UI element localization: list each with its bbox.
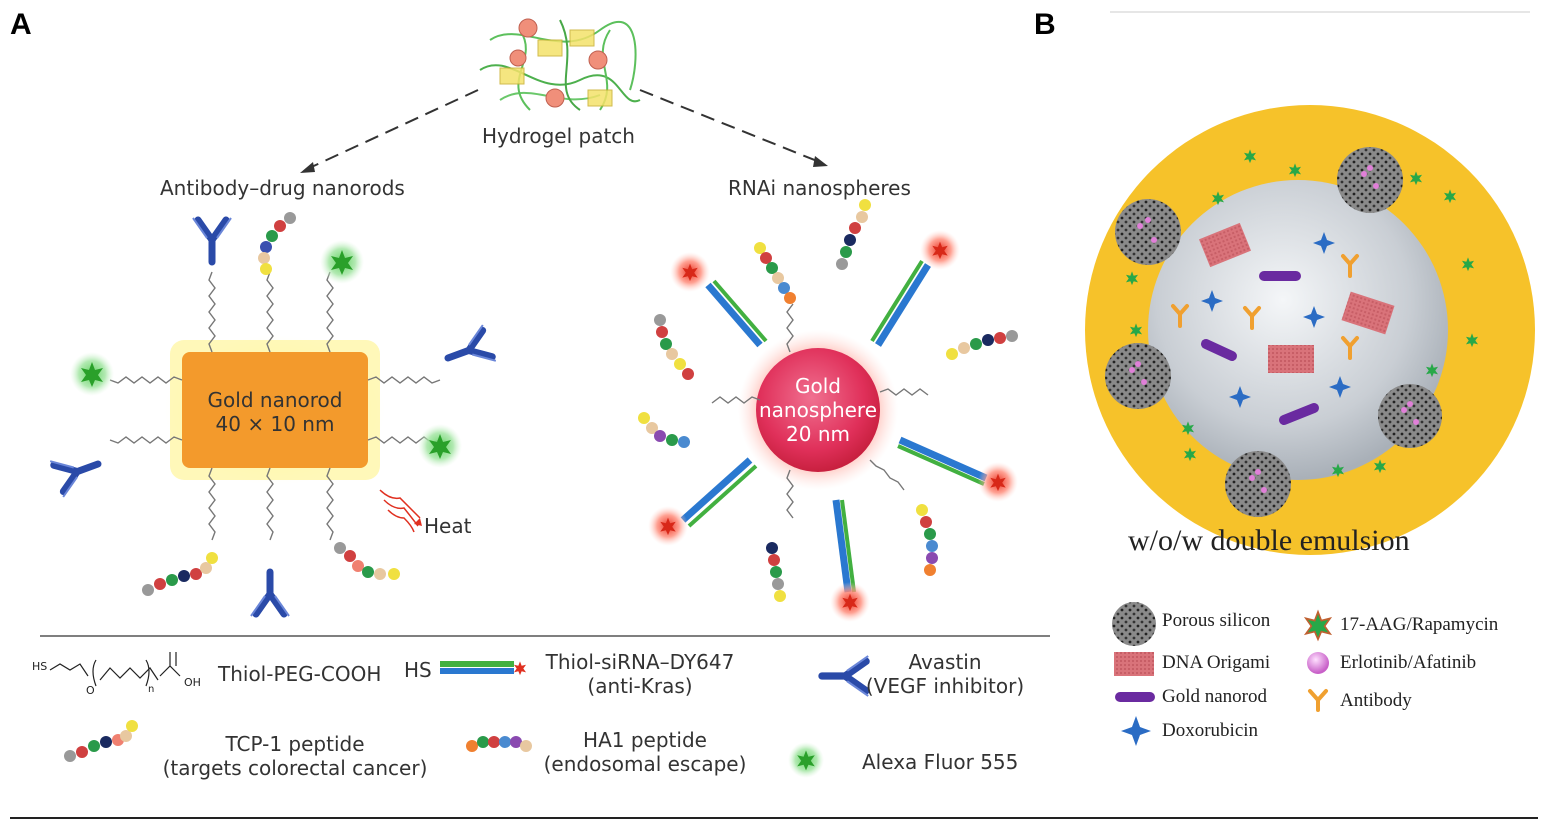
alexa-legend-icon — [788, 742, 824, 778]
rnai-nanospheres-label: RNAi nanospheres — [728, 176, 911, 200]
antibody-drug-nanorods-label: Antibody–drug nanorods — [160, 176, 405, 200]
antibody-legend-label: Antibody — [1340, 690, 1412, 711]
tcp-legend-icon — [64, 720, 138, 762]
peg-n-text: n — [148, 684, 155, 695]
tcp-legend-label1: TCP-1 peptide — [225, 732, 365, 756]
antibody-legend-icon — [1308, 689, 1328, 712]
gold-nanorod-icon — [182, 352, 368, 468]
erlotinib-legend-label: Erlotinib/Afatinib — [1340, 652, 1477, 673]
gold-nanorod-legend-label: Gold nanorod — [1162, 686, 1268, 707]
peg-hs-text: HS — [32, 660, 48, 673]
sirna-hs-text: HS — [404, 658, 432, 682]
nanorod-label-line1: Gold nanorod — [207, 388, 343, 412]
doxorubicin-icons — [1201, 232, 1351, 408]
nanosphere-label-line3: 20 nm — [786, 422, 850, 446]
doxorubicin-legend-icon — [1121, 716, 1151, 746]
porous-silicon-legend-label: Porous silicon — [1162, 610, 1271, 631]
sirna-legend-label1: Thiol-siRNA–DY647 — [545, 650, 735, 674]
peg-o-text: O — [86, 684, 95, 697]
peg-legend-label: Thiol-PEG-COOH — [218, 662, 382, 686]
porous-silicon-icons — [1105, 147, 1442, 517]
ha1-legend-label2: (endosomal escape) — [543, 752, 747, 776]
gold-nanorod-b-icons — [1201, 271, 1319, 425]
dna-origami-legend-label: DNA Origami — [1162, 652, 1271, 673]
tcp-legend-label2: (targets colorectal cancer) — [162, 756, 428, 780]
panel-b-letter: B — [1034, 8, 1056, 41]
avastin-legend-label2: (VEGF inhibitor) — [865, 674, 1025, 698]
antibody-b-icons — [1171, 254, 1359, 360]
nanosphere-label-line2: nanosphere — [758, 398, 878, 422]
heat-arrows-icon — [379, 489, 421, 533]
doxorubicin-legend-label: Doxorubicin — [1162, 720, 1259, 741]
hydrogel-patch-icon — [479, 18, 641, 111]
nanosphere-label-line1: Gold — [795, 374, 841, 398]
alexa-legend-label: Alexa Fluor 555 — [862, 750, 1019, 774]
antibody-icon — [193, 218, 231, 262]
panel-a-letter: A — [10, 8, 32, 41]
gold-nanorod-group — [50, 212, 496, 616]
sirna-legend-icon — [440, 661, 527, 676]
heat-label: Heat — [424, 514, 472, 538]
arrow-left — [304, 89, 479, 171]
ha1-legend-icon — [466, 736, 532, 752]
arrow-right — [639, 89, 823, 164]
dna-origami-icons — [1198, 222, 1395, 373]
sirna-legend-label2: (anti-Kras) — [587, 674, 693, 698]
gold-nanosphere-icon — [756, 348, 880, 472]
gold-nanosphere-group — [638, 199, 1018, 622]
peg-structure-icon — [49, 652, 181, 687]
rapamycin-legend-icon — [1305, 610, 1331, 641]
emulsion-particle — [1085, 105, 1535, 555]
dna-origami-legend-icon — [1114, 652, 1154, 676]
emulsion-caption: w/o/w double emulsion — [1128, 524, 1410, 557]
porous-silicon-legend-icon — [1112, 602, 1156, 646]
nanorod-label-line2: 40 × 10 nm — [215, 412, 335, 436]
ha1-legend-label1: HA1 peptide — [583, 728, 707, 752]
hydrogel-patch-label: Hydrogel patch — [482, 124, 635, 148]
peg-oh-text: OH — [184, 676, 201, 689]
tcp-peptide-chain — [142, 212, 400, 596]
rapamycin-legend-label: 17-AAG/Rapamycin — [1340, 614, 1499, 635]
avastin-legend-label1: Avastin — [908, 650, 982, 674]
erlotinib-legend-icon — [1307, 652, 1329, 674]
